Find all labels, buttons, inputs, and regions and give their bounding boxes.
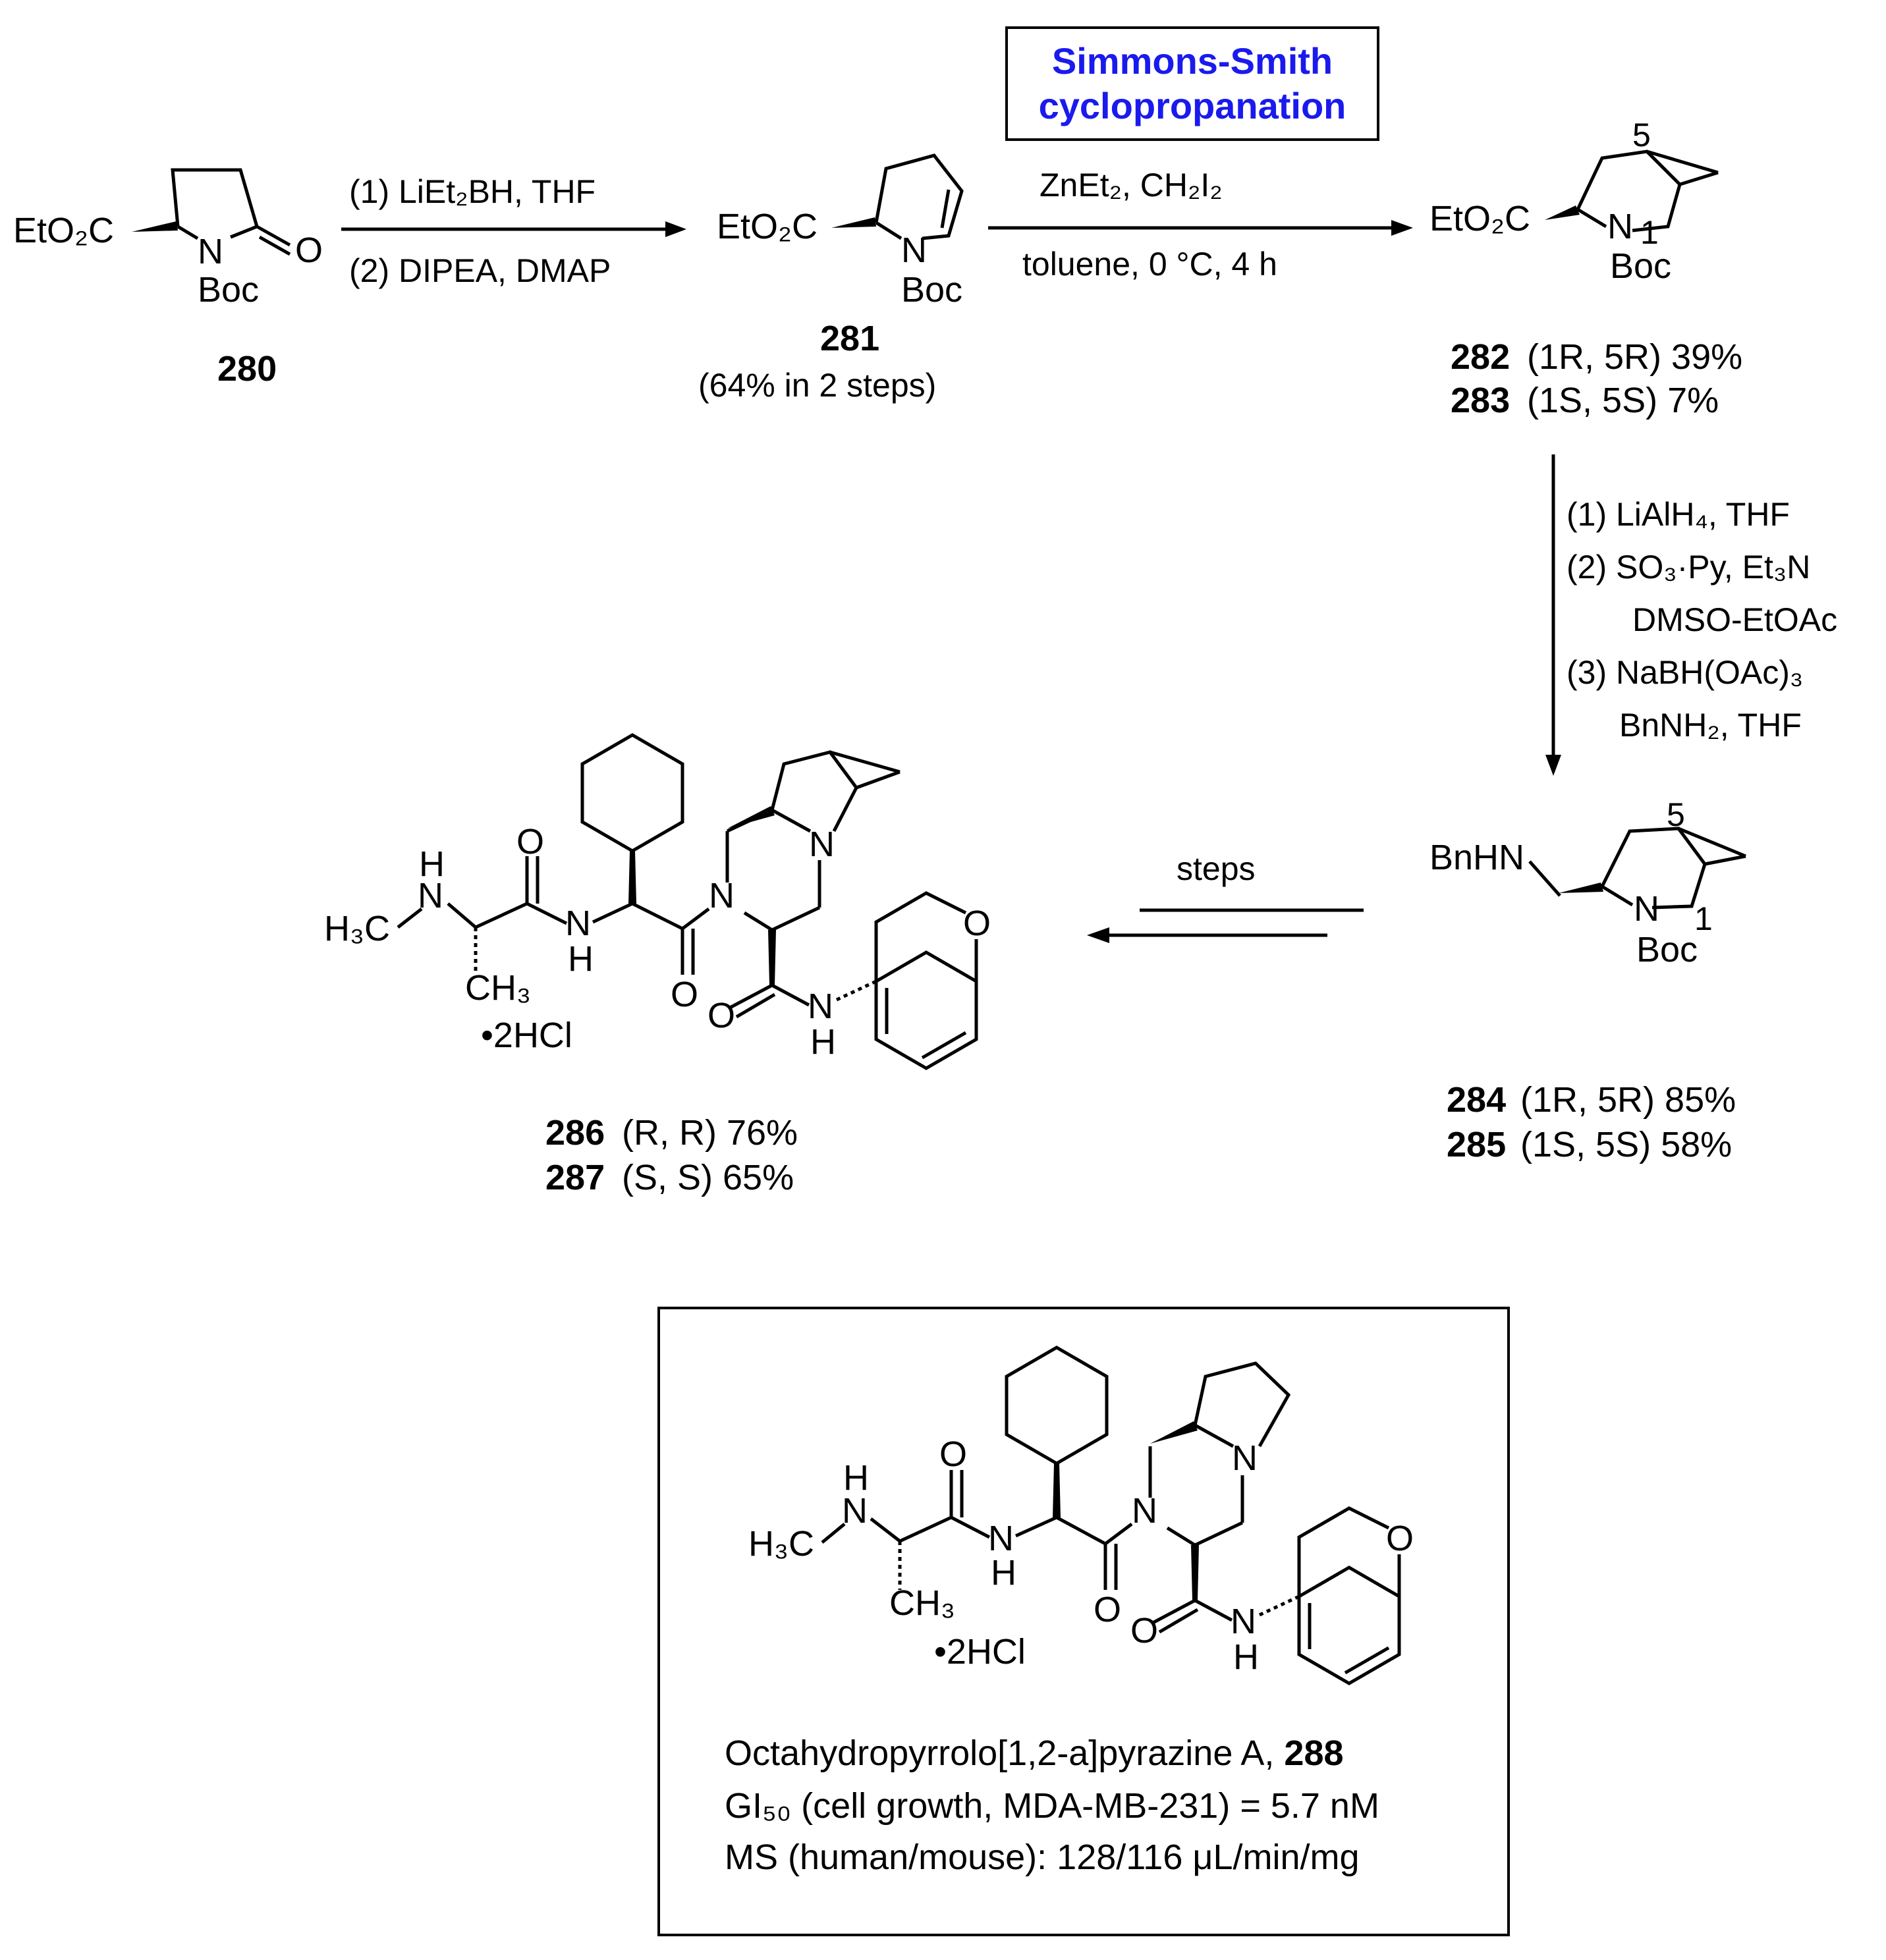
chroman-o-atom: O bbox=[963, 904, 991, 943]
compound-288-name: Octahydropyrrolo[1,2-a]pyrazine A, 288 bbox=[725, 1733, 1344, 1773]
compound-282-id: 282 bbox=[1451, 337, 1510, 377]
o-atom: O bbox=[671, 975, 698, 1014]
nh-n-atom: N bbox=[565, 904, 591, 943]
chroman-o-atom: O bbox=[1386, 1519, 1414, 1558]
nh-h-atom: H bbox=[991, 1553, 1016, 1592]
title-line-2: cyclopropanation bbox=[1039, 85, 1346, 126]
amide-n-atom: N bbox=[1231, 1602, 1256, 1641]
compound-286-id: 286 bbox=[545, 1113, 605, 1153]
gi50-line: GI₅₀ (cell growth, MDA-MB-231) = 5.7 nM bbox=[725, 1786, 1379, 1826]
boc-label: Boc bbox=[198, 270, 259, 310]
nh-h-atom: H bbox=[843, 1458, 869, 1498]
ch3-label: CH₃ bbox=[465, 968, 531, 1008]
n-atom: N bbox=[198, 232, 223, 271]
title-line-1: Simmons-Smith bbox=[1052, 40, 1333, 82]
compound-282-config: (1R, 5R) 39% bbox=[1527, 337, 1742, 377]
position-5-label: 5 bbox=[1632, 117, 1651, 153]
step2-line1: ZnEt₂, CH₂I₂ bbox=[1040, 167, 1223, 204]
step3-line2: (2) SO₃·Py, Et₃N bbox=[1567, 549, 1810, 585]
compound-285-id: 285 bbox=[1447, 1125, 1506, 1164]
compound-287-id: 287 bbox=[545, 1158, 605, 1197]
eto2c-label: EtO₂C bbox=[13, 211, 114, 250]
o-atom: O bbox=[1130, 1611, 1158, 1650]
position-1-label: 1 bbox=[1640, 214, 1659, 251]
compound-281-id: 281 bbox=[820, 319, 879, 358]
o-atom: O bbox=[516, 822, 544, 861]
amide-h-atom: H bbox=[1233, 1637, 1259, 1677]
eto2c-label: EtO₂C bbox=[717, 207, 818, 246]
amide-h-atom: H bbox=[810, 1022, 836, 1062]
h3c-label: H₃C bbox=[748, 1524, 814, 1564]
nh-h-atom: H bbox=[568, 939, 594, 979]
boc-label: Boc bbox=[1636, 930, 1698, 969]
o-atom: O bbox=[939, 1434, 967, 1474]
position-1-label: 1 bbox=[1694, 900, 1713, 937]
compound-280-structure: EtO₂C N O Boc 280 bbox=[13, 168, 323, 389]
step3-line4: (3) NaBH(OAc)₃ bbox=[1567, 654, 1803, 691]
compound-280-id: 280 bbox=[217, 349, 277, 389]
compound-282-structure: EtO₂C N 1 5 Boc 282 (1R, 5R) 39% 283 (1S… bbox=[1429, 117, 1742, 420]
nh-h-atom: H bbox=[419, 844, 445, 884]
pyrrolidine-n-atom: N bbox=[809, 825, 835, 864]
nh-n-atom: N bbox=[418, 876, 443, 915]
pyrrolidine-n-atom: N bbox=[1232, 1438, 1258, 1478]
simmons-smith-title-box: Simmons-Smith cyclopropanation bbox=[1005, 26, 1379, 141]
nh-n-atom: N bbox=[842, 1491, 868, 1531]
arrow-step-3: (1) LiAlH₄, THF (2) SO₃·Py, Et₃N DMSO-Et… bbox=[1545, 454, 1837, 776]
compound-287-config: (S, S) 65% bbox=[622, 1158, 794, 1197]
step2-line2: toluene, 0 °C, 4 h bbox=[1022, 246, 1277, 283]
o-atom: O bbox=[295, 231, 323, 270]
n-atom: N bbox=[901, 231, 927, 270]
compound-288-info-box: H₃C N H CH₃ O N H O N N O N bbox=[657, 1307, 1510, 1936]
compound-284-config: (1R, 5R) 85% bbox=[1520, 1080, 1736, 1120]
compound-283-id: 283 bbox=[1451, 381, 1510, 420]
step3-line1: (1) LiAlH₄, THF bbox=[1567, 496, 1790, 533]
bnhn-label: BnHN bbox=[1429, 838, 1524, 877]
amide-n-atom: N bbox=[808, 987, 833, 1026]
nh-n-atom: N bbox=[988, 1519, 1014, 1558]
compound-284-id: 284 bbox=[1447, 1080, 1506, 1120]
ch3-label: CH₃ bbox=[889, 1583, 955, 1623]
arrow-step-4: steps bbox=[1087, 850, 1364, 943]
compound-281-structure: EtO₂C N Boc 281 (64% in 2 steps) bbox=[698, 153, 964, 404]
compound-281-yield: (64% in 2 steps) bbox=[698, 367, 936, 404]
o-atom: O bbox=[707, 996, 735, 1035]
step4-label: steps bbox=[1177, 850, 1256, 887]
step1-line1: (1) LiEt₂BH, THF bbox=[349, 173, 596, 210]
eto2c-label: EtO₂C bbox=[1429, 199, 1530, 238]
step3-line5: BnNH₂, THF bbox=[1619, 707, 1802, 744]
salt-label: •2HCl bbox=[481, 1016, 572, 1055]
n-atom: N bbox=[1634, 889, 1659, 929]
h3c-label: H₃C bbox=[324, 909, 390, 948]
o-atom: O bbox=[1094, 1590, 1121, 1629]
compound-285-config: (1S, 5S) 58% bbox=[1520, 1125, 1732, 1164]
arrow-step-1: (1) LiEt₂BH, THF (2) DIPEA, DMAP bbox=[341, 173, 686, 289]
boc-label: Boc bbox=[1610, 246, 1671, 286]
compound-283-config: (1S, 5S) 7% bbox=[1527, 381, 1719, 420]
pyrazine-n-atom: N bbox=[709, 876, 735, 915]
boc-label: Boc bbox=[901, 270, 962, 310]
ms-line: MS (human/mouse): 128/116 μL/min/mg bbox=[725, 1838, 1360, 1877]
position-5-label: 5 bbox=[1667, 796, 1685, 833]
salt-label: •2HCl bbox=[934, 1632, 1026, 1672]
arrow-step-2: ZnEt₂, CH₂I₂ toluene, 0 °C, 4 h bbox=[988, 167, 1413, 283]
compound-286-structure: H₃C N H CH₃ O N H O N N O bbox=[324, 733, 991, 1197]
n-atom: N bbox=[1607, 207, 1633, 246]
step1-line2: (2) DIPEA, DMAP bbox=[349, 252, 611, 289]
compound-284-structure: BnHN N 1 5 Boc 284 (1R, 5R) 85% 285 (1S,… bbox=[1429, 796, 1746, 1164]
pyrazine-n-atom: N bbox=[1132, 1491, 1157, 1531]
compound-286-config: (R, R) 76% bbox=[622, 1113, 798, 1153]
step3-line3: DMSO-EtOAc bbox=[1632, 601, 1837, 638]
